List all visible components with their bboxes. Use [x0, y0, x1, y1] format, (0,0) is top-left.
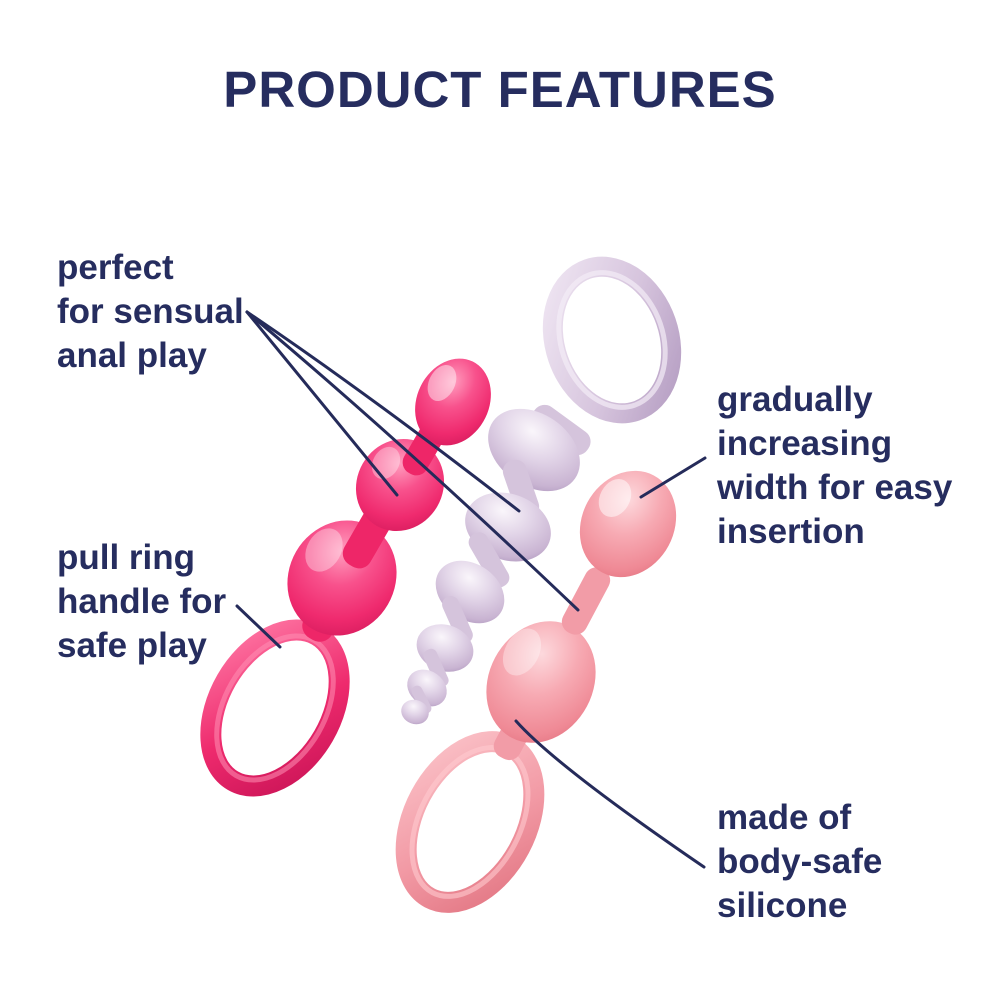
product-magenta [200, 358, 491, 797]
label-line: safe play [57, 626, 207, 665]
product-rose [395, 470, 677, 913]
rose-neck [561, 567, 611, 635]
label-line: width for easy [717, 468, 953, 507]
leader-line-anal-play-2 [245, 310, 521, 513]
label-line: body-safe [717, 842, 883, 881]
label-line: increasing [717, 424, 893, 463]
leader-line-silicone [514, 719, 706, 869]
label-line: made of [717, 798, 852, 837]
leader-line-width [639, 456, 707, 499]
lilac-neck [468, 532, 510, 588]
leader-line-pull-ring [235, 604, 282, 649]
magenta-highlight [305, 528, 343, 572]
rose-highlight [598, 478, 632, 518]
label-line: anal play [57, 336, 207, 375]
product-lilac [401, 256, 682, 725]
rose-highlight [502, 628, 542, 676]
label-line: pull ring [57, 538, 196, 577]
label-line: for sensual [57, 292, 244, 331]
magenta-highlight [427, 364, 457, 402]
rose-large-bulb [486, 621, 596, 743]
label-line: silicone [717, 886, 848, 925]
lilac-neck [442, 596, 473, 644]
lilac-pull-ring [542, 256, 682, 424]
leader-lines [235, 310, 707, 869]
lilac-ring-highlight [556, 270, 668, 410]
lilac-neck [423, 648, 449, 688]
leader-line-anal-play-3 [245, 310, 580, 612]
magenta-tip-bead [415, 358, 491, 446]
label-line: perfect [57, 248, 174, 287]
label-gradual-width: gradually increasing width for easy inse… [717, 378, 952, 554]
label-body-safe-silicone: made of body-safe silicone [717, 796, 882, 928]
label-line: insertion [717, 512, 865, 551]
lilac-bead [465, 492, 551, 562]
leader-line-anal-play-1 [245, 310, 399, 497]
label-line: gradually [717, 380, 873, 419]
label-pull-ring: pull ring handle for safe play [57, 536, 226, 668]
label-anal-play: perfect for sensual anal play [57, 246, 244, 378]
page-title: PRODUCT FEATURES [223, 61, 777, 118]
lilac-bead [435, 560, 505, 624]
label-line: handle for [57, 582, 227, 621]
lilac-tip-bead [401, 699, 429, 725]
